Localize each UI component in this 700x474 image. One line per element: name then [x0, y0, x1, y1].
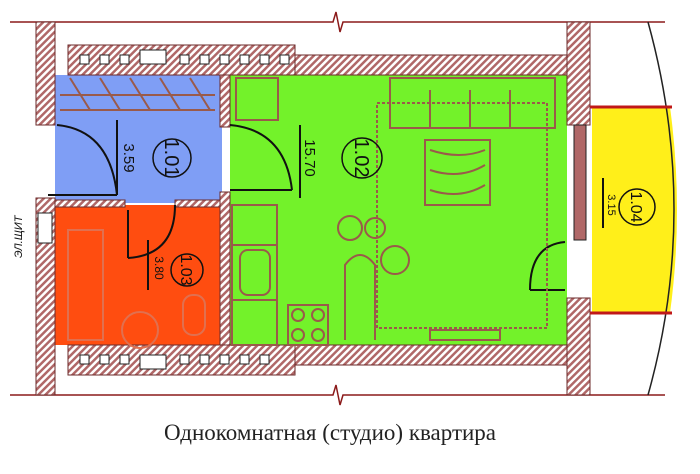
plan-caption: Однокомнатная (студио) квартира	[163, 420, 497, 445]
room-1.03-fill	[55, 205, 222, 345]
room-1.04-id: 1.04	[627, 191, 644, 222]
room-1.04-marker	[618, 188, 656, 226]
walls	[35, 21, 591, 396]
room-1.01-marker	[152, 138, 192, 178]
room-1.03-id: 1.03	[177, 254, 194, 285]
wall-vent-blocks	[79, 49, 290, 370]
room-1.03-area: 3.80	[152, 256, 166, 280]
electric-panel	[37, 212, 53, 244]
bottom-dimension-line	[10, 384, 665, 406]
balcony-window	[573, 124, 587, 241]
room-1.01-id: 1.01	[160, 139, 182, 178]
top-dimension-line	[10, 11, 665, 33]
doors	[48, 120, 604, 291]
electric-panel-label: ЭЛ.ЩИТ	[13, 214, 25, 258]
room-1.03-marker	[170, 253, 204, 287]
room-1.01-fill	[55, 75, 222, 203]
room-1.04-area: 3.15	[605, 194, 617, 215]
furniture	[60, 77, 556, 349]
balcony-arc	[647, 21, 675, 396]
room-1.02-area: 15.70	[301, 139, 318, 177]
room-1.02-marker	[341, 137, 383, 179]
room-1.02-id: 1.02	[350, 139, 372, 178]
room-1.01-area: 3.59	[120, 143, 137, 172]
room-1.04-fill	[592, 107, 677, 313]
room-1.02-fill	[230, 75, 567, 345]
